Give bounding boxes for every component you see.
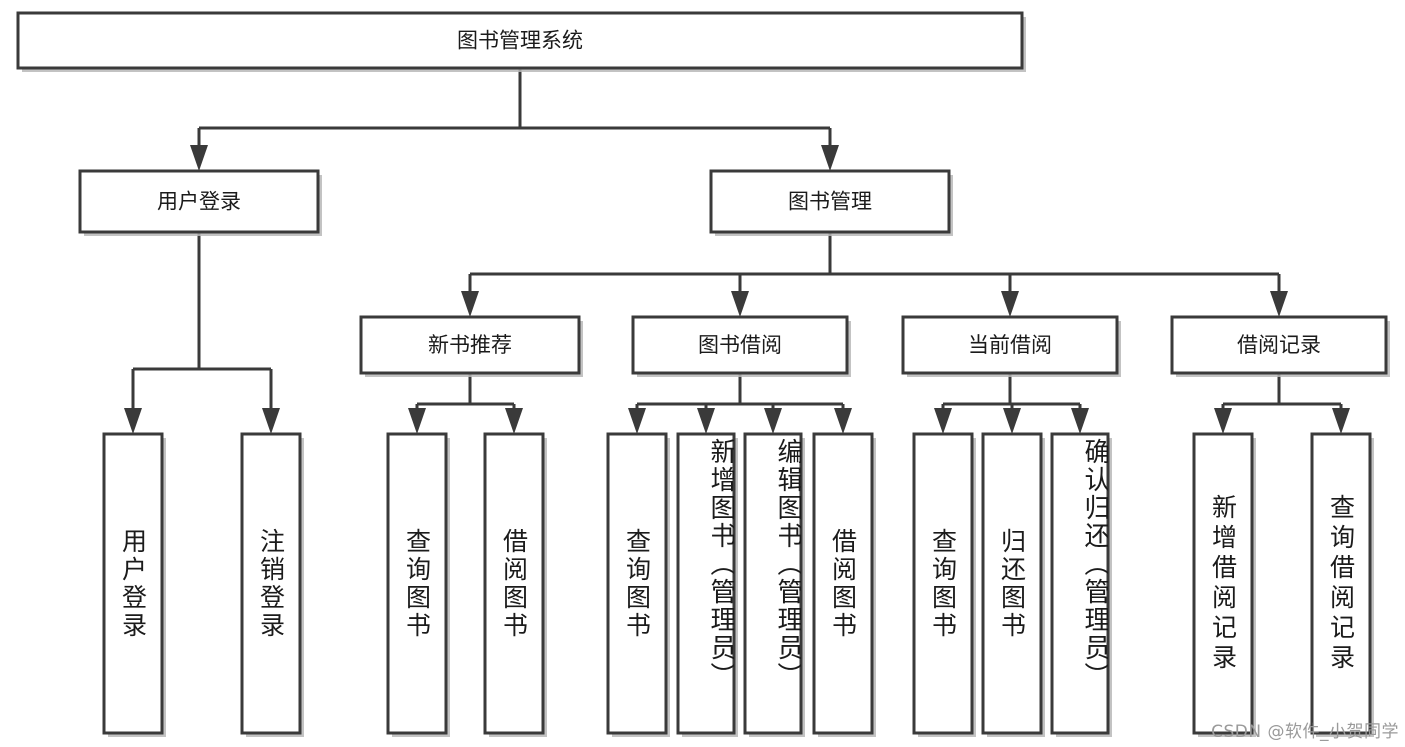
arrow-head-icon (1270, 291, 1288, 317)
arrow-head-icon (1332, 408, 1350, 434)
node-leaf-query-book[interactable] (606, 432, 668, 735)
arrow-head-icon (764, 408, 782, 434)
node-leaf-query-record[interactable] (1310, 432, 1372, 735)
node-leaf-logout[interactable] (240, 432, 302, 735)
node-current-borrow[interactable] (901, 315, 1119, 375)
arrow-head-icon (408, 408, 426, 434)
arrow-head-icon (697, 408, 715, 434)
node-leaf-user-login[interactable] (102, 432, 164, 735)
label-current-borrow: 当前借阅 (968, 333, 1052, 357)
label-root: 图书管理系统 (457, 29, 583, 53)
node-leaf-confirm-return[interactable] (1050, 432, 1110, 735)
node-leaf-query-book-cur[interactable] (912, 432, 974, 735)
arrow-head-icon (1003, 408, 1021, 434)
label-new-book-rec: 新书推荐 (428, 333, 512, 357)
node-leaf-borrow-book[interactable] (812, 432, 874, 735)
arrow-head-icon (934, 408, 952, 434)
node-leaf-borrow-book-rec[interactable] (483, 432, 545, 735)
box-layer (16, 11, 1390, 737)
arrow-head-icon (461, 291, 479, 317)
arrow-head-icon (262, 408, 280, 434)
node-leaf-add-record[interactable] (1192, 432, 1254, 735)
watermark-text: CSDN @软件_小贺同学 (1211, 722, 1399, 742)
arrow-head-icon (628, 408, 646, 434)
label-book-manage: 图书管理 (788, 190, 872, 214)
label-borrow-record: 借阅记录 (1237, 333, 1321, 357)
node-borrow-record[interactable] (1170, 315, 1388, 375)
arrow-head-icon (1001, 291, 1019, 317)
arrow-head-icon (190, 145, 208, 171)
arrow-head-icon (731, 291, 749, 317)
node-leaf-edit-book[interactable] (743, 432, 803, 735)
connector-layer (124, 68, 1350, 434)
node-book-manage[interactable] (709, 169, 951, 234)
node-root[interactable] (16, 11, 1024, 70)
arrow-head-icon (505, 408, 523, 434)
arrow-head-icon (1071, 408, 1089, 434)
arrow-head-icon (821, 145, 839, 171)
node-leaf-return-book[interactable] (981, 432, 1043, 735)
arrow-head-icon (1214, 408, 1232, 434)
node-user-login[interactable] (78, 169, 320, 234)
arrow-head-icon (124, 408, 142, 434)
node-leaf-query-book-rec[interactable] (386, 432, 448, 735)
node-leaf-add-book[interactable] (676, 432, 736, 735)
arrow-head-icon (834, 408, 852, 434)
label-book-borrow: 图书借阅 (698, 333, 782, 357)
label-user-login: 用户登录 (157, 190, 241, 214)
node-book-borrow[interactable] (631, 315, 849, 375)
node-new-book-rec[interactable] (359, 315, 581, 375)
